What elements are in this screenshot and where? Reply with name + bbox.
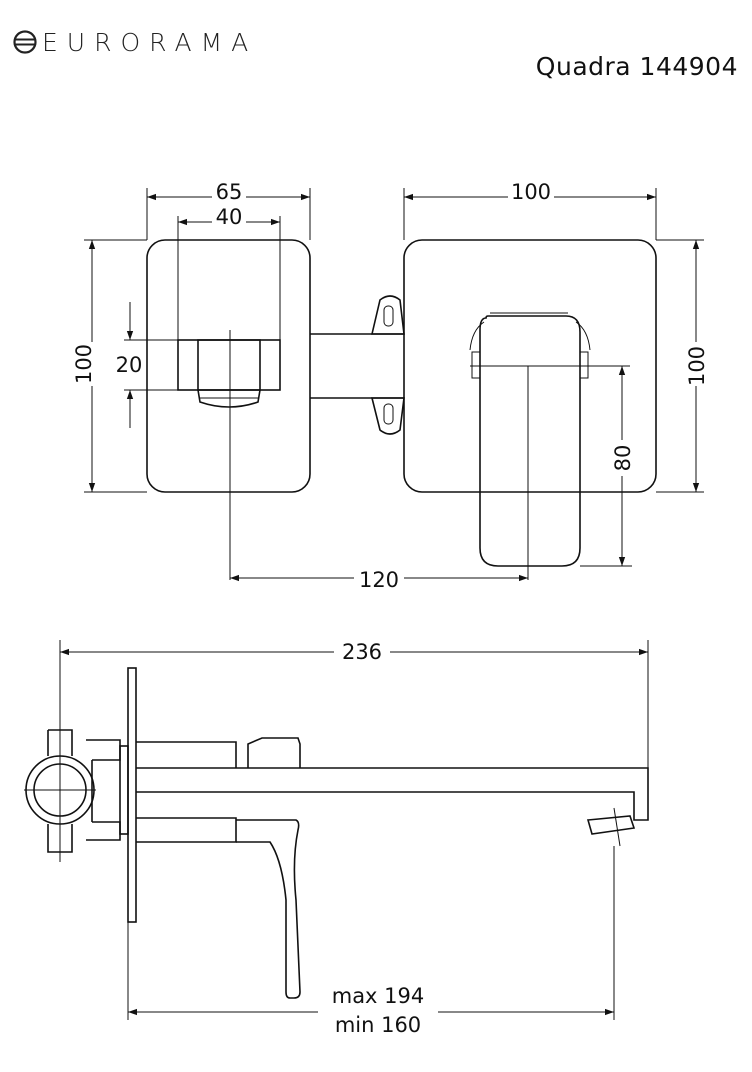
spout-body	[177, 339, 281, 391]
front-view: 65 40 100 20 100 100 80	[72, 180, 709, 592]
mounting-ear-bottom	[370, 397, 405, 435]
dim-100-right: 100	[685, 346, 709, 386]
mixer-handle	[479, 315, 581, 567]
spout-side	[136, 767, 649, 821]
wall-plate	[127, 667, 137, 923]
dim-min-160: min 160	[335, 1013, 421, 1037]
dim-40: 40	[216, 205, 243, 229]
left-cover-plate	[146, 239, 311, 493]
lever-handle-side	[236, 819, 301, 999]
dim-80: 80	[611, 445, 635, 472]
right-cover-plate	[403, 239, 657, 493]
dim-100-top: 100	[511, 180, 551, 204]
model-title: Quadra 144904	[535, 52, 738, 81]
dim-100-left: 100	[72, 344, 96, 384]
side-view: 236 max 194 min 160	[24, 640, 649, 1038]
mounting-ear-top	[370, 295, 405, 335]
dim-236: 236	[342, 640, 382, 664]
dim-max-194: max 194	[332, 984, 425, 1008]
aerator-side	[586, 815, 636, 835]
dim-20: 20	[116, 353, 143, 377]
eurorama-logo-icon	[13, 30, 37, 54]
dim-120: 120	[359, 568, 399, 592]
brand: EURORAMA	[12, 26, 257, 58]
dim-65: 65	[216, 180, 243, 204]
brand-name: EURORAMA	[42, 27, 258, 57]
spout-aerator	[197, 339, 261, 391]
